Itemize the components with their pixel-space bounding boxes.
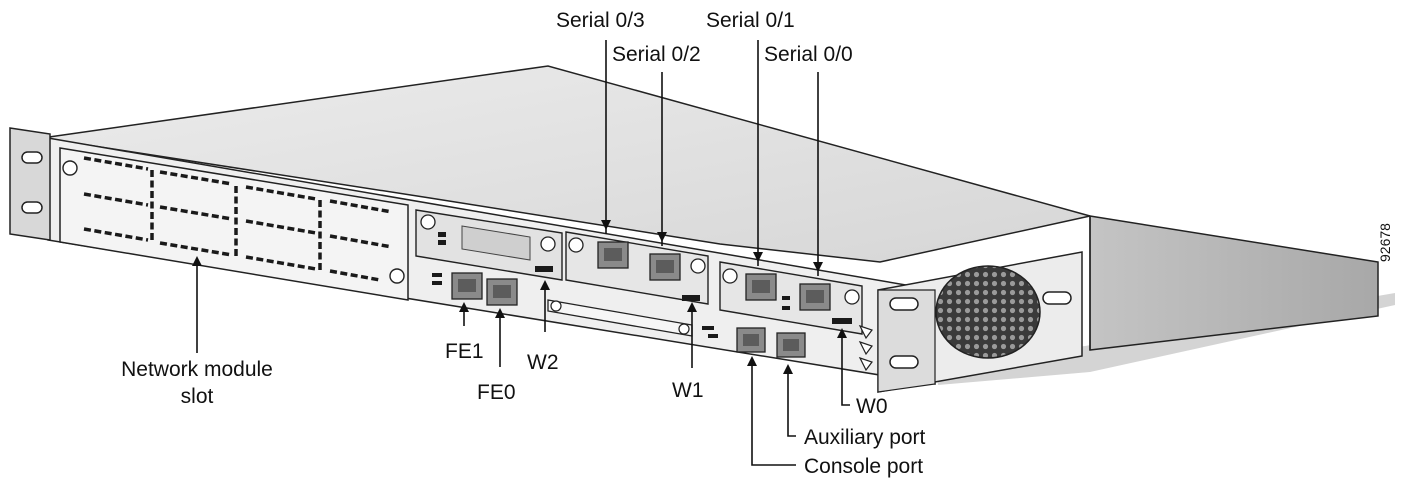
serial-0-0-port — [800, 284, 830, 310]
figure-number: 92678 — [1377, 223, 1393, 262]
label-w0: W0 — [856, 396, 888, 417]
label-serial-0-1: Serial 0/1 — [706, 10, 795, 31]
left-rack-ear — [10, 128, 50, 240]
label-w2: W2 — [527, 352, 559, 373]
label-serial-0-0: Serial 0/0 — [764, 44, 853, 65]
label-network-module: Network module slot — [97, 359, 297, 407]
label-network-module-line1: Network module — [97, 359, 297, 380]
serial-0-3-port — [598, 242, 628, 268]
chassis-side — [1090, 216, 1378, 350]
label-network-module-line2: slot — [97, 386, 297, 407]
label-w1: W1 — [672, 380, 704, 401]
fe1-port — [452, 273, 482, 299]
fan-grille — [936, 266, 1040, 358]
label-console-port: Console port — [804, 456, 923, 477]
fe0-port — [487, 279, 517, 305]
serial-0-2-port — [650, 254, 680, 280]
serial-0-1-port — [746, 274, 776, 300]
label-fe1: FE1 — [445, 341, 484, 362]
auxiliary-port — [777, 333, 805, 357]
label-serial-0-2: Serial 0/2 — [612, 44, 701, 65]
label-fe0: FE0 — [477, 382, 516, 403]
label-auxiliary-port: Auxiliary port — [804, 427, 925, 448]
label-serial-0-3: Serial 0/3 — [556, 10, 645, 31]
console-port — [737, 328, 765, 352]
